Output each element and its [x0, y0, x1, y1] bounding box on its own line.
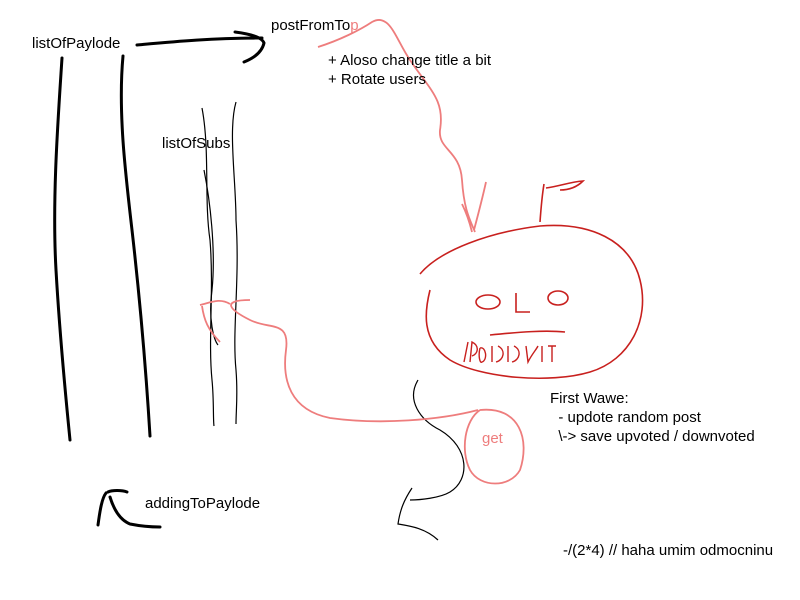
red-flow-line	[317, 19, 487, 233]
first-wave-title: First Wawe:	[550, 390, 629, 407]
first-wave-line-1: - updote random post	[550, 409, 701, 426]
post-from-top-label: postFromTop	[271, 18, 359, 33]
first-wave-line-2: \-> save upvoted / downvoted	[550, 428, 755, 445]
reddit-face	[419, 224, 644, 379]
antenna	[539, 180, 586, 223]
adding-arrow	[96, 489, 162, 529]
post-from-top-text: postFromTo	[271, 17, 351, 34]
mouth-line	[489, 330, 566, 336]
eye-mid	[515, 293, 530, 313]
payload-left-line	[53, 56, 72, 442]
face-scribble	[463, 340, 556, 365]
footer-note: -/(2*4) // haha umim odmocninu	[563, 542, 774, 559]
black-flow-line	[397, 379, 465, 541]
arrow-to-post-from-top	[135, 30, 266, 64]
first-wave-note: First Wawe: - updote random post \-> sav…	[550, 389, 755, 446]
post-changes-note: + Aloso change title a bit + Rotate user…	[328, 51, 491, 89]
post-changes-line-2: + Rotate users	[328, 71, 426, 88]
subs-right-line	[231, 101, 238, 425]
eye-left	[475, 294, 501, 310]
post-from-top-red-p: p	[350, 17, 359, 34]
list-of-payload-label: listOfPaylode	[32, 35, 121, 52]
adding-to-payload-label: addingToPaylode	[145, 495, 261, 512]
eye-right	[547, 290, 569, 306]
get-circle	[463, 408, 525, 485]
get-label: get	[482, 430, 503, 447]
subs-left-line	[201, 107, 215, 427]
red-return-arrow	[199, 299, 479, 423]
payload-right-line	[119, 54, 152, 438]
post-changes-line-1: + Aloso change title a bit	[328, 52, 492, 69]
list-of-subs-label: listOfSubs	[162, 135, 231, 152]
